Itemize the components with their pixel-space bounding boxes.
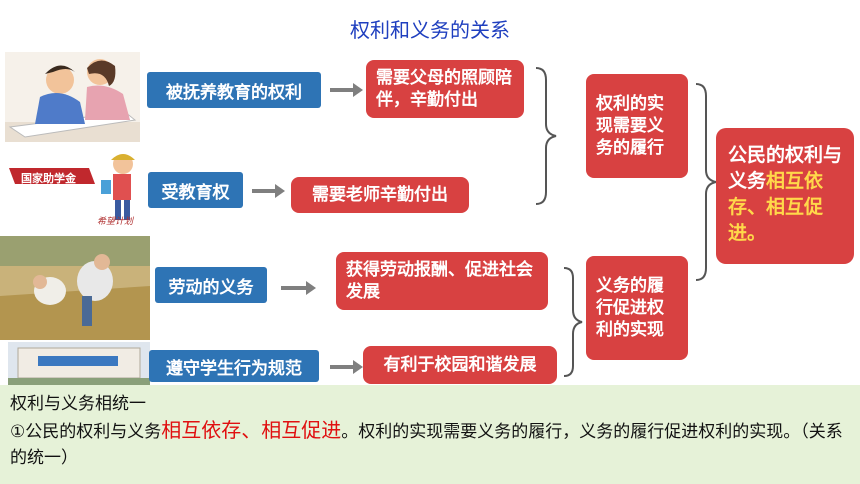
brace-top (535, 67, 557, 205)
summary-heading: 权利与义务相统一 (10, 394, 146, 414)
mid-box-duties: 义务的履行促进权利的实现 (586, 256, 688, 360)
arrow-2 (252, 184, 285, 198)
photo-banner-text: 国家助学金 (21, 172, 76, 185)
conclusion-text: 公民的权利与义务 (728, 144, 843, 192)
summary-suffix: 。权利的实现需要义务的履行，义务的履行促进权利的实现。（关系的统一） (10, 422, 843, 468)
right-box-education: 受教育权 (148, 172, 243, 208)
conclusion-highlight: 相互依存、相互促进。 (728, 170, 824, 244)
arrow-3 (281, 281, 316, 295)
duty-box-conduct: 遵守学生行为规范 (149, 350, 319, 382)
result-box-campus: 有利于校园和谐发展 (363, 346, 557, 384)
summary-panel: 权利与义务相统一 ①公民的权利与义务相互依存、相互促进。权利的实现需要义务的履行… (0, 385, 860, 484)
summary-emphasis: 相互依存、相互促进 (161, 418, 342, 442)
photo-school (8, 342, 150, 385)
result-box-labor: 获得劳动报酬、促进社会发展 (336, 252, 548, 310)
student-illustration (5, 150, 145, 232)
arrow-4 (330, 360, 363, 374)
mid-box-rights: 权利的实现需要义务的履行 (586, 74, 688, 178)
farming-illustration (0, 236, 150, 340)
need-box-teachers: 需要老师辛勤付出 (291, 177, 469, 213)
brace-bottom (563, 267, 583, 377)
need-box-parents: 需要父母的照顾陪伴，辛勤付出 (366, 60, 524, 118)
right-box-upbringing: 被抚养教育的权利 (147, 72, 321, 108)
duty-box-labor: 劳动的义务 (155, 267, 267, 303)
arrow-1 (330, 83, 363, 97)
photo-student: 国家助学金 希望计划 (5, 150, 145, 232)
page-title: 权利和义务的关系 (350, 18, 510, 42)
school-illustration (8, 342, 150, 385)
summary-text: ①公民的权利与义务相互依存、相互促进。权利的实现需要义务的履行，义务的履行促进权… (10, 417, 850, 471)
summary-prefix: ①公民的权利与义务 (10, 422, 162, 442)
photo-parent-child (5, 52, 140, 142)
photo-signature-text: 希望计划 (97, 217, 134, 227)
parent-child-illustration (5, 52, 140, 142)
conclusion-box: 公民的权利与义务相互依存、相互促进。 (716, 128, 854, 264)
photo-farming (0, 236, 150, 340)
